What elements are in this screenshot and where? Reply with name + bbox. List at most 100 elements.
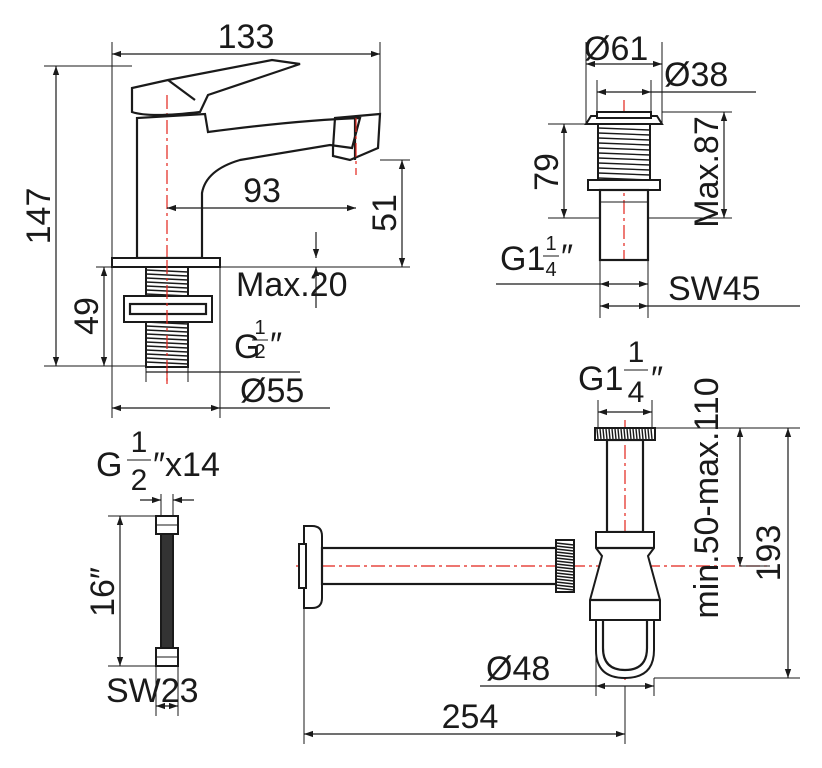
waste-thread-line [597, 162, 651, 166]
arm-nut-thread-line [555, 542, 575, 546]
waste-thread-line [597, 137, 651, 141]
top-nut-thread-line [626, 428, 629, 440]
arm-nut-thread-line [555, 545, 575, 549]
waste-thread-line [597, 147, 651, 151]
siphon-thread-denominator: 4 [628, 376, 645, 409]
top-nut-thread-line [629, 428, 632, 440]
faucet-width-label: 133 [218, 18, 275, 56]
waste-height-label: 79 [528, 153, 566, 191]
waste-wrench-label: SW45 [668, 270, 761, 308]
top-nut-thread-line [611, 428, 614, 440]
shank-thread-line [145, 357, 189, 361]
arm-nut-thread-line [555, 569, 575, 573]
waste-thread-line [597, 172, 651, 176]
faucet-thread-suffix: ″ [270, 326, 282, 364]
faucet-view: 133 147 93 51 Max.20 49 G 1 2 ″ [20, 18, 410, 418]
waste-thread-line [597, 127, 651, 131]
hose-view: G 1 2 ″x14 16″ SW23 [84, 426, 220, 716]
waste-top-diameter-label: Ø61 [584, 30, 648, 68]
siphon-wall-disc [298, 543, 307, 589]
shank-thread-line [145, 273, 189, 277]
arm-nut-thread-line [555, 563, 575, 567]
faucet-body [135, 112, 362, 260]
hose-wrench-label: SW23 [106, 672, 199, 710]
siphon-thread-prefix: G1 [578, 360, 623, 398]
arm-nut-thread-line [555, 566, 575, 570]
siphon-length-label: 254 [442, 698, 499, 736]
arm-nut-thread-line [555, 575, 575, 579]
hose-thread-suffix: ″x14 [153, 446, 220, 484]
shank-thread-line [145, 349, 189, 353]
waste-body [597, 123, 651, 181]
arm-nut-thread-line [555, 587, 575, 591]
faucet-thread-denominator: 2 [254, 341, 265, 363]
siphon-cup-diameter-label: Ø48 [486, 650, 550, 688]
waste-thread-line [597, 167, 651, 171]
arm-nut-thread-line [555, 560, 575, 564]
siphon-body [589, 531, 661, 621]
faucet-base-plate [111, 257, 221, 268]
top-nut-thread-line [596, 428, 599, 440]
arm-nut-thread-line [555, 581, 575, 585]
siphon-wall-rosette [303, 525, 323, 609]
hose-length-label: 16″ [84, 567, 122, 617]
siphon-view: G1 1 4 ″ min.50-max.110 193 Ø48 254 [296, 336, 800, 744]
shank-thread-line [145, 281, 189, 285]
top-nut-thread-line [608, 428, 611, 440]
faucet-fixing-nut [123, 295, 213, 323]
arm-nut-thread-line [555, 578, 575, 582]
top-nut-thread-line [638, 428, 641, 440]
waste-inner-diameter-label: Ø38 [664, 56, 728, 94]
siphon-height-label: 193 [750, 525, 788, 582]
top-nut-thread-line [647, 428, 650, 440]
faucet-thread-prefix: G [234, 328, 260, 366]
top-nut-thread-line [605, 428, 608, 440]
pop-up-waste-view: Ø61 Ø38 79 Max.87 G1 1 4 ″ SW45 [496, 30, 800, 318]
faucet-reach-label: 93 [243, 172, 281, 210]
top-nut-thread-line [620, 428, 623, 440]
top-nut-thread-line [623, 428, 626, 440]
waste-flange [596, 111, 652, 119]
waste-thread-line [597, 142, 651, 146]
waste-thread-line [597, 152, 651, 156]
top-nut-thread-line [644, 428, 647, 440]
faucet-shank-length-label: 49 [68, 297, 106, 335]
waste-max-height-label: Max.87 [688, 116, 726, 228]
siphon-thread-suffix: ″ [651, 360, 663, 398]
top-nut-thread-line [650, 428, 653, 440]
faucet-spout-height-label: 51 [366, 194, 404, 232]
top-nut-thread-line [599, 428, 602, 440]
waste-thread-prefix: G1 [500, 240, 545, 278]
waste-nut [587, 179, 661, 191]
arm-nut-thread-line [555, 548, 575, 552]
waste-thread-denominator: 4 [545, 259, 556, 281]
arm-nut-thread-line [555, 572, 575, 576]
hose-thread-numerator: 1 [131, 426, 148, 459]
waste-thread-suffix: ″ [561, 238, 573, 276]
top-nut-thread-line [614, 428, 617, 440]
waste-thread-line [597, 132, 651, 136]
hose-thread-denominator: 2 [131, 464, 148, 497]
arm-nut-thread-line [555, 551, 575, 555]
faucet-height-label: 147 [20, 188, 58, 245]
waste-tail [598, 188, 650, 262]
top-nut-thread-line [602, 428, 605, 440]
siphon-thread-numerator: 1 [628, 336, 645, 369]
arm-nut-thread-line [555, 584, 575, 588]
hose-braided-tube [160, 533, 174, 649]
hose-thread-prefix: G [96, 446, 122, 484]
faucet-max-deck-label: Max.20 [236, 266, 348, 304]
top-nut-thread-line [632, 428, 635, 440]
faucet-lever [130, 58, 301, 117]
arm-nut-thread-line [555, 554, 575, 558]
shank-thread-line [145, 325, 189, 329]
waste-thread-line [597, 157, 651, 161]
top-nut-thread-line [635, 428, 638, 440]
faucet-thread-numerator: 1 [254, 317, 265, 339]
arm-nut-thread-line [555, 557, 575, 561]
top-nut-thread-line [617, 428, 620, 440]
faucet-base-diameter-label: Ø55 [240, 372, 304, 410]
siphon-cup [595, 619, 655, 680]
waste-thread-numerator: 1 [545, 233, 556, 255]
